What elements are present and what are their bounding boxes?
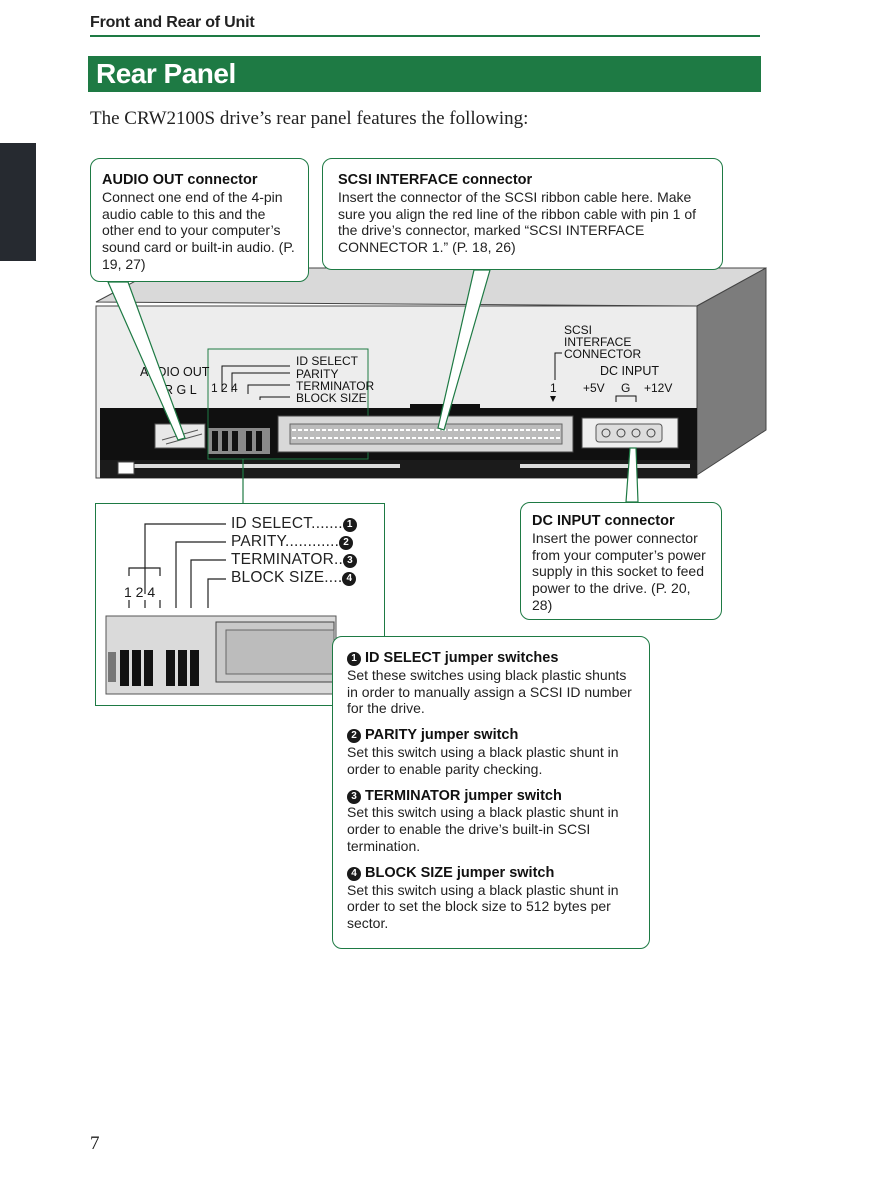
dc-input-heading: DC INPUT connector	[532, 513, 675, 529]
section-rule	[90, 35, 760, 37]
dc-input-callout: DC INPUT connector Insert the power conn…	[520, 502, 722, 620]
scsi-callout: SCSI INTERFACE connector Insert the conn…	[322, 158, 723, 270]
intro-text: The CRW2100S drive’s rear panel features…	[90, 108, 529, 129]
inset-label-terminator: TERMINATOR..3	[231, 551, 361, 569]
page-number: 7	[90, 1133, 100, 1154]
scsi-body: Insert the connector of the SCSI ribbon …	[338, 188, 697, 256]
inset-label-block-size: BLOCK SIZE....4	[231, 569, 360, 587]
dc-input-body: Insert the power connector from your com…	[532, 529, 706, 613]
page-title: Rear Panel	[96, 58, 236, 89]
drive-label-dc-input: DC INPUT	[600, 364, 659, 378]
drive-label-terminator: TERMINATOR	[296, 379, 375, 393]
drive-label-block-size: BLOCK SIZE	[296, 391, 367, 405]
side-tab	[0, 143, 36, 261]
section-label: Front and Rear of Unit	[90, 14, 255, 31]
drive-label-5v: +5V	[583, 381, 605, 395]
drive-label-scsi-1: SCSI	[564, 323, 592, 337]
title-bar	[88, 56, 761, 92]
audio-out-body: Connect one end of the 4-pin audio cable…	[102, 188, 295, 272]
jumper-inset: 1 2 4 ID SELECT.......1 PARITY..........…	[95, 503, 385, 706]
scsi-heading: SCSI INTERFACE connector	[338, 172, 533, 188]
audio-out-callout: AUDIO OUT connector Connect one end of t…	[90, 158, 309, 282]
drive-label-scsi-3: CONNECTOR	[564, 347, 641, 361]
drive-label-id-select: ID SELECT	[296, 354, 359, 368]
drive-label-g: G	[621, 381, 630, 395]
drive-label-scsi-2: INTERFACE	[564, 335, 631, 349]
drive-label-pin1: 1	[550, 381, 557, 395]
drive-label-parity: PARITY	[296, 367, 338, 381]
inset-label-id-select: ID SELECT.......1	[231, 515, 361, 533]
inset-label-parity: PARITY............2	[231, 533, 357, 551]
drive-label-id-pins: 1 2 4	[211, 381, 238, 395]
drive-label-audio-pins: R G L	[164, 383, 197, 397]
inset-pins: 1 2 4	[124, 584, 156, 600]
drive-illustration: AUDIO OUT R G L 1 2 4 ID SELECT PARITY T…	[95, 267, 767, 637]
audio-out-heading: AUDIO OUT connector	[102, 172, 258, 188]
drive-label-12v: +12V	[644, 381, 672, 395]
